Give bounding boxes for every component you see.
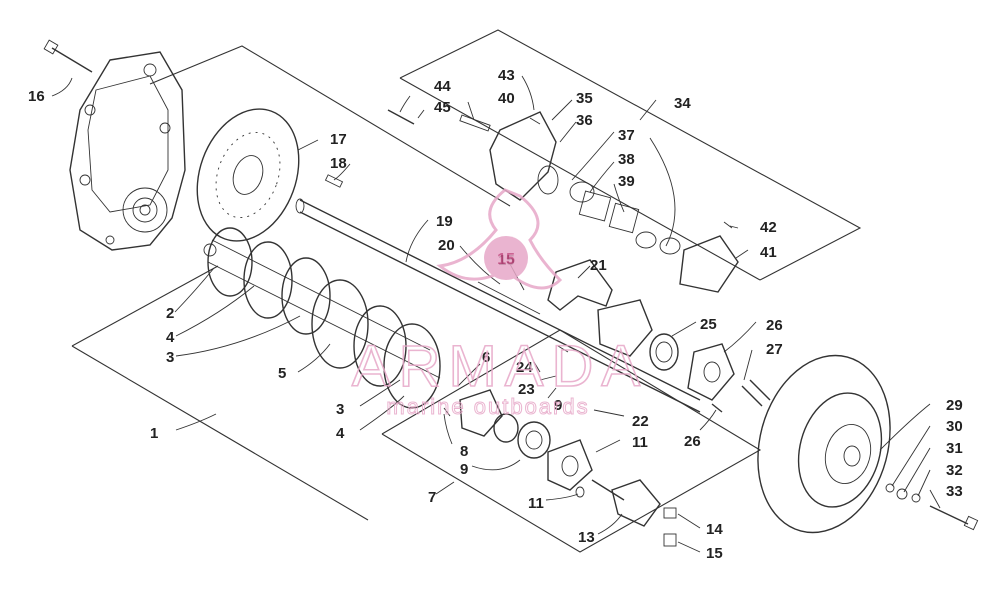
callout-7: 7 xyxy=(428,489,436,506)
callout-31: 31 xyxy=(946,440,963,457)
callout-27: 26 xyxy=(684,433,701,450)
callout-37: 37 xyxy=(618,127,635,144)
watermark-logo-icon: 15 xyxy=(436,188,563,290)
watermark-badge: 15 xyxy=(497,251,515,268)
drive-sprocket-stack xyxy=(203,227,441,409)
callout-8: 8 xyxy=(460,443,468,460)
callout-41: 41 xyxy=(760,244,777,261)
callout-36: 36 xyxy=(576,112,593,129)
callout-29: 29 xyxy=(946,397,963,414)
callout-26: 26 xyxy=(766,317,783,334)
callout-24: 24 xyxy=(516,359,533,376)
callout-13: 13 xyxy=(578,529,595,546)
callout-30: 30 xyxy=(946,418,963,435)
callout-28: 27 xyxy=(766,341,783,358)
bearing-subgroup-7 xyxy=(443,345,677,547)
callout-25: 25 xyxy=(700,316,717,333)
callout-44: 44 xyxy=(434,78,451,95)
gear-case-housing xyxy=(69,51,186,251)
callout-9: 9 xyxy=(460,461,468,478)
group-box-1 xyxy=(71,45,511,521)
callout-45: 45 xyxy=(434,99,451,116)
callout-6: 6 xyxy=(482,349,490,366)
callout-5: 5 xyxy=(278,365,286,382)
drive-shaft-19 xyxy=(295,198,701,413)
callout-3-right: 3 xyxy=(336,401,344,418)
watermark-tagline: marine outboards xyxy=(386,394,589,419)
brake-disc-17 xyxy=(196,108,300,242)
callout-22: 22 xyxy=(632,413,649,430)
callout-32: 32 xyxy=(946,462,963,479)
callout-3-left: 3 xyxy=(166,349,174,366)
key-18 xyxy=(324,174,344,188)
callout-23: 23 xyxy=(518,381,535,398)
callout-15-lower: 15 xyxy=(706,545,723,562)
callout-2: 2 xyxy=(166,305,174,322)
group-box-7 xyxy=(381,329,762,553)
callout-38: 38 xyxy=(618,151,635,168)
callout-14: 14 xyxy=(706,521,723,538)
callout-20: 20 xyxy=(438,237,455,254)
bolt-16 xyxy=(43,39,93,73)
callout-35: 35 xyxy=(576,90,593,107)
callout-16: 16 xyxy=(28,88,45,105)
callout-19: 19 xyxy=(436,213,453,230)
callout-21: 21 xyxy=(590,257,607,274)
brake-caliper-35 xyxy=(387,109,739,293)
callout-42: 42 xyxy=(760,219,777,236)
callout-11: 11 xyxy=(528,495,544,512)
callout-39: 39 xyxy=(618,173,635,190)
callout-40: 40 xyxy=(498,90,515,107)
bracket-21 xyxy=(477,259,613,315)
callout-18: 18 xyxy=(330,155,347,172)
bearing-housing-25 xyxy=(597,299,771,413)
callout-17: 17 xyxy=(330,131,347,148)
driven-pulley-29 xyxy=(757,354,979,534)
callout-10: 9 xyxy=(554,397,562,414)
callout-43: 43 xyxy=(498,67,515,84)
callout-labels: 16 17 18 19 20 15 21 44 45 43 40 35 36 3… xyxy=(28,67,963,562)
callout-33: 33 xyxy=(946,483,963,500)
callout-12: 11 xyxy=(632,434,648,451)
leader-lines xyxy=(51,75,941,553)
callout-4-right: 4 xyxy=(336,425,345,442)
callout-4-left: 4 xyxy=(166,329,175,346)
callout-1: 1 xyxy=(150,425,158,442)
callout-34: 34 xyxy=(674,95,691,112)
group-box-34 xyxy=(399,29,862,281)
watermark-word: ARMADA xyxy=(352,334,648,399)
watermark: 15 ARMADA marine outboards xyxy=(351,188,648,420)
